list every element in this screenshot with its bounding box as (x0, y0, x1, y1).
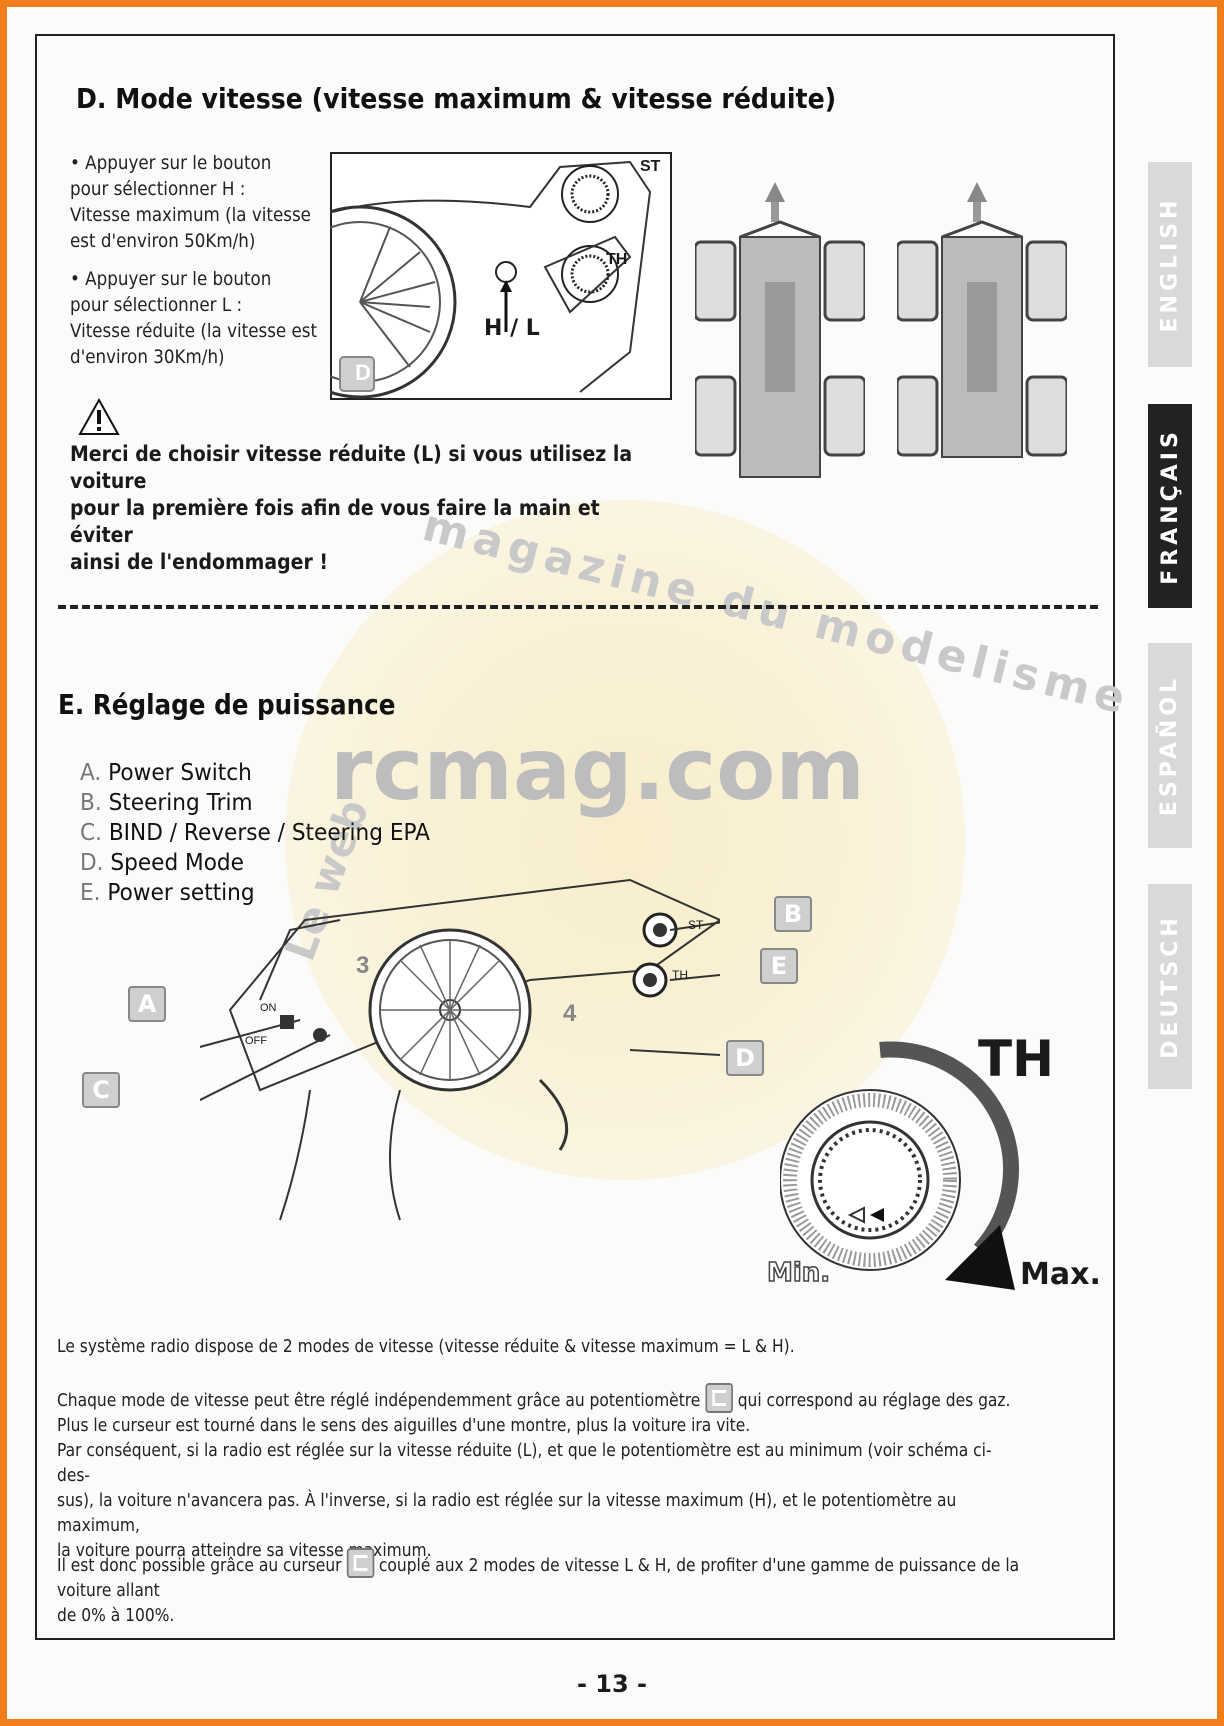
warning-icon (78, 398, 120, 435)
transmitter-diagram (200, 878, 720, 1221)
diagram-tag-d: D (355, 360, 371, 385)
paragraph-2-line-3: Par conséquent, si la radio est réglée s… (57, 1440, 992, 1486)
legend-letter-b: B. (80, 790, 102, 816)
language-tab-english[interactable]: ENGLISH (1148, 162, 1192, 367)
legend-letter-a: A. (80, 760, 102, 786)
bullet-low-line-2: pour sélectionner L : (70, 294, 243, 316)
diagram-label-hl: H / L (484, 316, 540, 341)
diagram-label-th: TH (606, 251, 628, 268)
transmitter-label-off: OFF (245, 1035, 267, 1047)
language-tab-francais[interactable]: FRANÇAIS (1148, 404, 1192, 608)
warning-line-2: pour la première fois afin de vous faire… (70, 496, 600, 547)
paragraph-2-line-1: Chaque mode de vitesse peut être réglé i… (57, 1383, 1020, 1413)
section-d-title: D. Mode vitesse (vitesse maximum & vites… (76, 82, 837, 115)
transmitter-label-th: TH (672, 968, 688, 982)
legend-text-a: Power Switch (108, 760, 252, 786)
paragraph-3: Il est donc possible grâce au curseur co… (57, 1548, 1020, 1628)
legend-item-b: B. Steering Trim (80, 790, 253, 816)
bullet-high-line-3: Vitesse maximum (la vitesse (70, 204, 311, 226)
callout-tag-e: E (760, 948, 798, 984)
car-image-low (897, 182, 1067, 458)
legend-text-e: Power setting (107, 880, 255, 906)
paragraph-2: Chaque mode de vitesse peut être réglé i… (57, 1383, 1020, 1563)
paragraph-2-line-4: sus), la voiture n'avancera pas. À l'inv… (57, 1490, 957, 1536)
section-e-title: E. Réglage de puissance (58, 688, 396, 721)
warning-line-1: Merci de choisir vitesse réduite (L) si … (70, 442, 633, 493)
bullet-low-speed: • Appuyer sur le bouton pour sélectionne… (70, 266, 317, 370)
callout-tag-c: C (82, 1072, 120, 1108)
bullet-low-line-1: • Appuyer sur le bouton (70, 268, 272, 290)
legend-text-b: Steering Trim (108, 790, 253, 816)
warning-text: Merci de choisir vitesse réduite (L) si … (70, 441, 646, 576)
language-tab-english-label: ENGLISH (1157, 196, 1183, 333)
bullet-low-line-3: Vitesse réduite (la vitesse est (70, 320, 318, 342)
paragraph-2-text-a: Chaque mode de vitesse peut être réglé i… (57, 1390, 701, 1411)
bullet-high-speed: • Appuyer sur le bouton pour sélectionne… (70, 150, 311, 254)
warning-line-3: ainsi de l'endommager ! (70, 550, 328, 574)
language-tab-deutsch[interactable]: DEUTSCH (1148, 884, 1192, 1089)
page-number: - 13 - (576, 1670, 648, 1698)
paragraph-2-line-2: Plus le curseur est tourné dans le sens … (57, 1415, 751, 1436)
power-setting-icon (705, 1383, 733, 1413)
legend-item-a: A. Power Switch (80, 760, 252, 786)
bullet-high-line-4: est d'environ 50Km/h) (70, 230, 256, 252)
legend-letter-c: C. (80, 820, 102, 846)
car-image-high (695, 182, 865, 478)
bullet-low-line-4: d'environ 30Km/h) (70, 346, 225, 368)
dial-label-min: Min. (766, 1257, 831, 1289)
legend-item-c: C. BIND / Reverse / Steering EPA (80, 820, 430, 846)
paragraph-1: Le système radio dispose de 2 modes de v… (57, 1336, 795, 1357)
watermark-line-2: rcmag.com (330, 720, 865, 820)
legend-text-d: Speed Mode (110, 850, 244, 876)
transmitter-label-on: ON (260, 1002, 277, 1014)
callout-tag-b: B (774, 896, 812, 932)
bullet-high-line-2: pour sélectionner H : (70, 178, 246, 200)
diagram-label-st: ST (640, 158, 661, 175)
callout-tag-a: A (128, 986, 166, 1022)
transmitter-label-st: ST (688, 918, 704, 932)
paragraph-2-text-b: qui correspond au réglage des gaz. (737, 1390, 1011, 1411)
transmitter-label-4: 4 (563, 1000, 577, 1027)
language-tab-espanol-label: ESPAÑOL (1157, 674, 1183, 817)
content-border (35, 34, 1115, 1640)
paragraph-3-line-1: Il est donc possible grâce au curseur co… (57, 1548, 1020, 1603)
power-setting-icon (346, 1548, 374, 1578)
legend-letter-e: E. (80, 880, 101, 906)
speed-mode-diagram (330, 152, 672, 400)
section-divider (58, 605, 1098, 609)
legend-item-e: E. Power setting (80, 880, 255, 906)
legend-item-d: D. Speed Mode (80, 850, 244, 876)
language-tab-francais-label: FRANÇAIS (1157, 427, 1183, 585)
throttle-dial (780, 1041, 1019, 1290)
bullet-high-line-1: • Appuyer sur le bouton (70, 152, 272, 174)
paragraph-3-text-a: Il est donc possible grâce au curseur (57, 1555, 342, 1576)
dial-label-th: TH (978, 1030, 1054, 1088)
legend-text-c: BIND / Reverse / Steering EPA (108, 820, 430, 846)
language-tab-deutsch-label: DEUTSCH (1157, 914, 1183, 1059)
language-tab-espanol[interactable]: ESPAÑOL (1148, 643, 1192, 848)
transmitter-label-3: 3 (356, 952, 370, 979)
legend-letter-d: D. (80, 850, 104, 876)
paragraph-2-line-5: la voiture pourra atteindre sa vitesse m… (57, 1540, 432, 1561)
paragraph-3-line-2: de 0% à 100%. (57, 1605, 175, 1626)
dial-label-max: Max. (1020, 1257, 1101, 1292)
callout-tag-d: D (726, 1040, 764, 1076)
paragraph-3-text-b: couplé aux 2 modes de vitesse L & H, de … (57, 1555, 1020, 1601)
